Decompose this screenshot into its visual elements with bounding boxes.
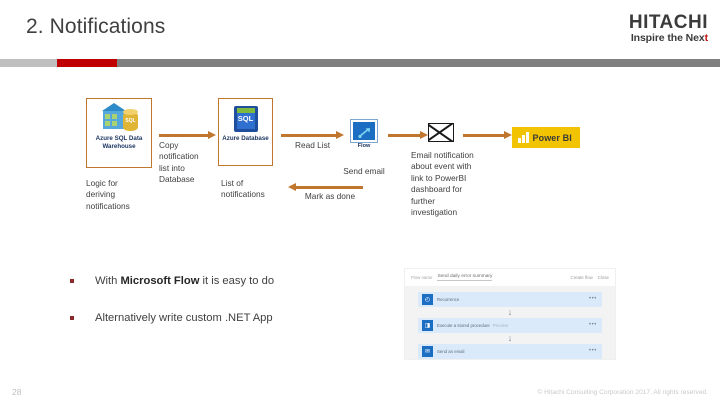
diagram-node-label-azure-sql-dw: Azure SQL Data Warehouse: [95, 135, 143, 150]
flow-glyph-icon: [358, 128, 370, 138]
flow-step-label: Send an email: [437, 349, 465, 354]
diagram-node-azure-sql-dw: SQL Azure SQL Data Warehouse: [86, 98, 152, 168]
bullet-marker-icon: [70, 279, 74, 283]
page-title: 2. Notifications: [26, 15, 166, 38]
logo-wordmark: HITACHI: [628, 12, 708, 33]
arrow-flow-to-database-mark-done: [288, 183, 363, 191]
notifications-architecture-diagram: SQL Azure SQL Data Warehouse SQL Azure D…: [0, 90, 720, 240]
arrow-database-to-flow: [281, 131, 344, 139]
diagram-node-flow: Flow: [345, 119, 383, 149]
outlook-icon: ✉: [422, 346, 433, 357]
create-flow-button[interactable]: Create flow: [570, 275, 593, 280]
flow-step-menu-button[interactable]: •••: [588, 296, 597, 302]
diagram-node-power-bi: Power BI: [512, 127, 580, 148]
page-number: 28: [12, 387, 22, 397]
diagram-node-azure-database: SQL Azure Database: [218, 98, 273, 166]
arrow-email-to-power-bi: [463, 131, 512, 139]
flow-name-label: Flow name: [411, 275, 433, 280]
diagram-node-email: [428, 123, 454, 142]
arrow-label-copy-notification-list: Copy notification list into Database: [159, 140, 199, 185]
recurrence-icon: ◴: [422, 294, 433, 305]
node-caption-flow: Send email: [343, 166, 385, 176]
arrow-flow-to-email: [388, 131, 428, 139]
dw-sql-text: SQL: [125, 118, 136, 124]
node-caption-email: Email notification about event with link…: [411, 150, 474, 218]
node-caption-azure-sql-dw: Logic for deriving notifications: [86, 178, 130, 211]
bullet-list: With Microsoft Flow it is easy to do Alt…: [70, 274, 430, 347]
flow-step-send-email[interactable]: ✉ Send an email •••: [418, 344, 602, 359]
flow-step-label: Recurrence: [437, 297, 460, 302]
flow-designer-canvas: ◴ Recurrence ••• ↓ ◨ Execute a stored pr…: [405, 286, 615, 359]
hitachi-logo: HITACHI Inspire the Next: [629, 13, 708, 44]
flow-designer-toolbar: Flow name Send daily error summary Creat…: [405, 269, 615, 286]
logo-tagline: Inspire the Next: [629, 33, 708, 44]
accent-segment-red: [57, 59, 117, 67]
logo-tagline-main: Inspire the Nex: [630, 32, 705, 44]
logo-tagline-accent: t: [704, 32, 709, 44]
title-accent-rule: [0, 59, 720, 67]
flow-connector-arrow-icon: ↓: [507, 307, 513, 317]
bullet-text: Alternatively write custom .NET App: [95, 311, 273, 324]
arrow-label-read-list: Read List: [295, 140, 331, 150]
accent-segment-dark: [117, 59, 720, 67]
flow-connector-arrow-icon: ↓: [507, 333, 513, 343]
diagram-node-label-azure-database: Azure Database: [222, 135, 269, 142]
diagram-node-label-power-bi: Power BI: [532, 132, 572, 143]
microsoft-flow-icon: [350, 119, 378, 143]
close-button[interactable]: Close: [597, 275, 609, 280]
azure-database-sql-icon: SQL: [233, 106, 258, 132]
bullet-marker-icon: [70, 315, 74, 320]
copyright-notice: © Hitachi Consulting Corporation 2017. A…: [537, 389, 708, 396]
bullet-text-bold: Microsoft Flow: [120, 275, 200, 287]
diagram-node-label-flow: Flow: [357, 143, 371, 149]
azure-sql-data-warehouse-icon: SQL: [100, 103, 138, 133]
envelope-icon: [428, 123, 454, 142]
bullet-text: With Microsoft Flow it is easy to do: [95, 274, 274, 289]
power-bi-bars-icon: [518, 132, 529, 143]
flow-step-menu-button[interactable]: •••: [588, 322, 597, 328]
node-caption-azure-database: List of notifications: [221, 178, 265, 200]
flow-step-preview-badge: Preview: [492, 323, 509, 328]
list-item: Alternatively write custom .NET App: [70, 311, 430, 326]
flow-step-label: Execute a stored procedure: [437, 323, 490, 328]
flow-designer-screenshot: Flow name Send daily error summary Creat…: [404, 268, 616, 360]
arrow-label-mark-as-done: Mark as done: [304, 191, 356, 201]
flow-step-stored-procedure[interactable]: ◨ Execute a stored procedure Preview •••: [418, 318, 602, 333]
bullet-text-suffix: it is easy to do: [199, 275, 275, 287]
arrow-dw-to-database: [159, 131, 216, 139]
sql-icon: ◨: [422, 320, 433, 331]
flow-name-input[interactable]: Send daily error summary: [437, 274, 493, 281]
accent-segment-light: [0, 59, 57, 67]
bullet-text-prefix: With: [95, 275, 121, 287]
db-sql-text: SQL: [237, 114, 254, 123]
list-item: With Microsoft Flow it is easy to do: [70, 274, 430, 289]
flow-step-menu-button[interactable]: •••: [588, 348, 597, 354]
flow-step-recurrence[interactable]: ◴ Recurrence •••: [418, 292, 602, 307]
